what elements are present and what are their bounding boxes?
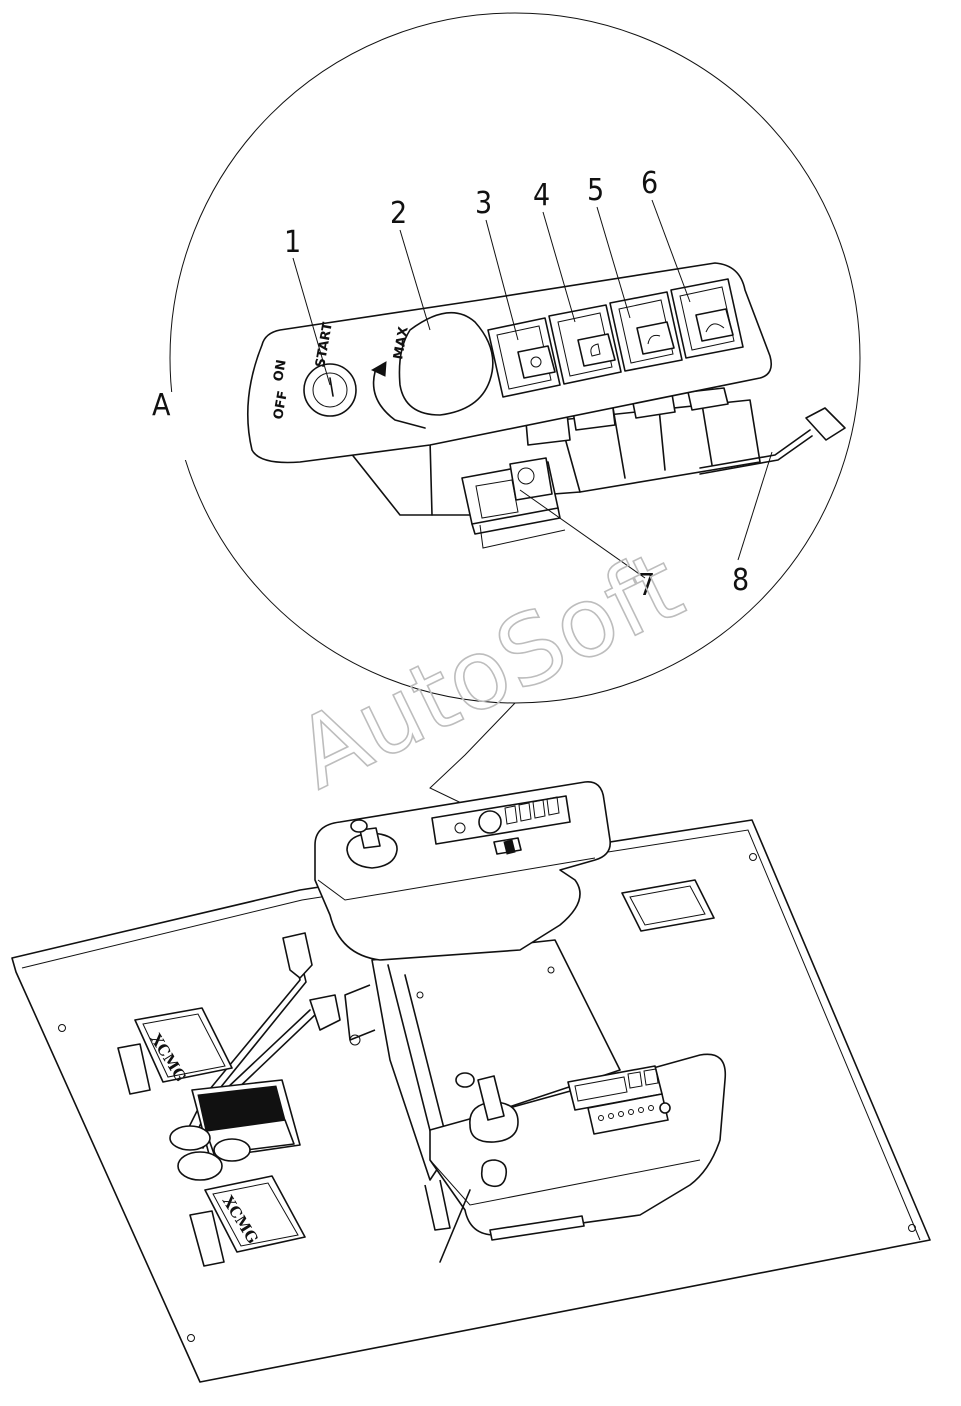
watermark: AutoSoft: [279, 529, 699, 810]
callout-7: 7: [638, 568, 655, 603]
detail-leader: [429, 702, 516, 813]
detail-label-a: A: [152, 388, 171, 423]
callout-6: 6: [641, 166, 658, 201]
base-plate-assembly: XCMG XCMG: [11, 781, 931, 1383]
switch-panel-detail: OFF ON START MAX: [246, 262, 846, 549]
rocker-switch-3: [487, 317, 561, 398]
circle-gap: [150, 392, 190, 460]
label-on: ON: [271, 358, 290, 382]
label-max: MAX: [391, 326, 412, 361]
callout-1: 1: [284, 225, 301, 260]
rocker-switch-4: [548, 304, 622, 385]
callout-2: 2: [390, 196, 407, 231]
label-off: OFF: [271, 390, 291, 421]
callout-3: 3: [475, 186, 492, 221]
callout-8: 8: [732, 563, 749, 598]
callout-4: 4: [533, 178, 550, 213]
callout-5: 5: [587, 173, 604, 208]
